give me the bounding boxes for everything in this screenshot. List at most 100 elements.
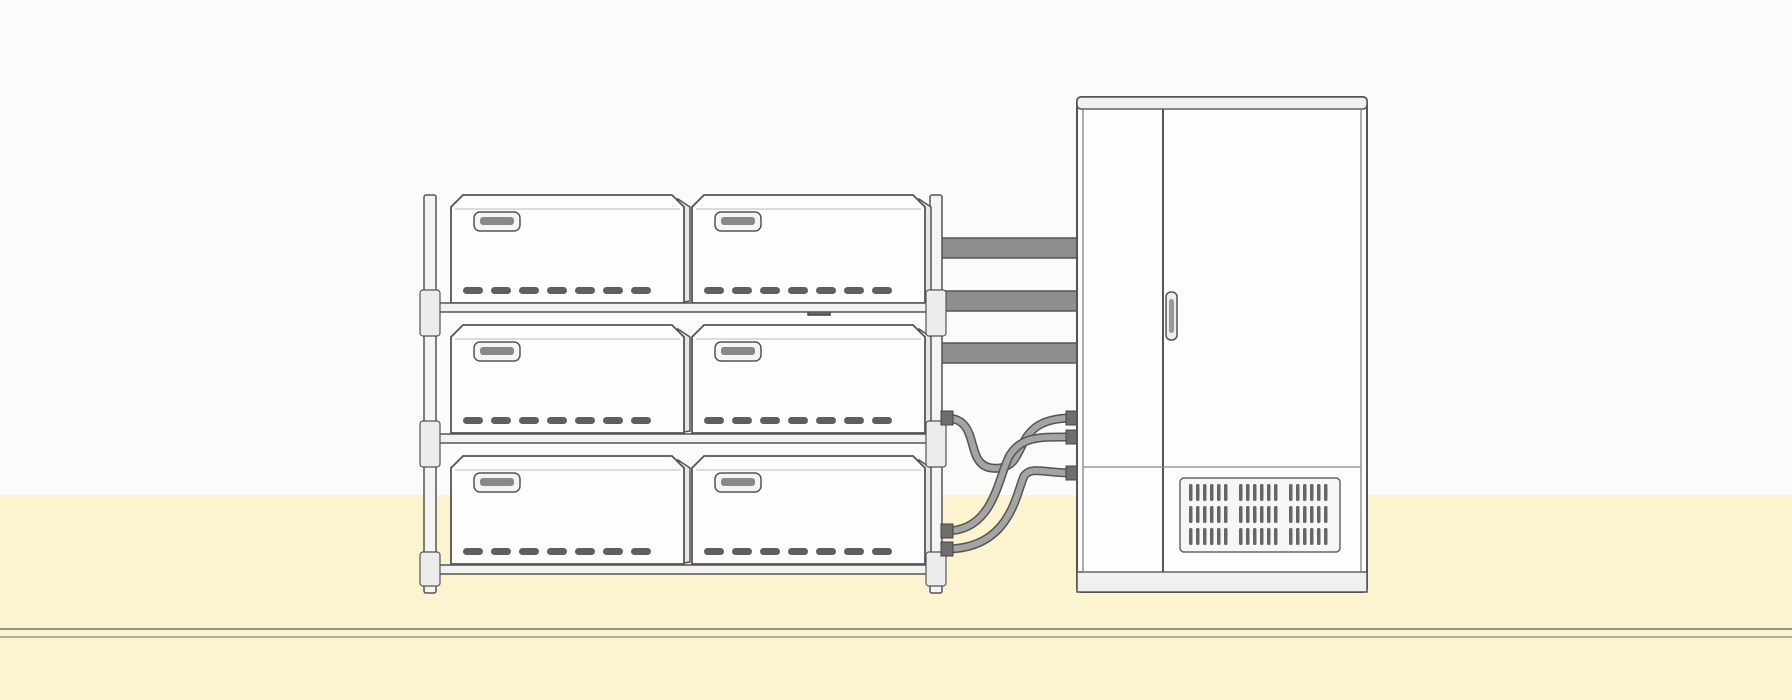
rack-bracket [925,420,947,468]
electrical-cabinet [1076,96,1368,593]
cable-connector [940,523,954,539]
cabinet-vent-slot [1310,484,1314,501]
rack-shelf [435,564,931,575]
module-vent-slot [704,287,724,294]
cabinet-vent-slot [1253,484,1257,501]
module-body [450,455,685,565]
cabinet-vent-slot [1303,506,1307,523]
handle-grip [480,347,514,355]
rack-bracket [419,420,441,468]
rack-modules [450,194,932,565]
cabinet-vent-slot [1196,528,1200,545]
module-vent-slot [844,287,864,294]
handle-grip [721,217,755,225]
module-vent-slot [704,417,724,424]
rack-bracket [419,289,441,337]
module-vent-slot [760,548,780,555]
module-vent-slot [788,287,808,294]
module-vent-slot [816,287,836,294]
cabinet-vent-slot [1324,528,1328,545]
module-vent-slot [872,287,892,294]
cabinet-vent-slot [1317,528,1321,545]
cabinet-vent-slot [1210,528,1214,545]
vent-slots [1189,484,1328,545]
module-vent-slot [603,287,623,294]
module-body [450,194,685,304]
rack-right-post [929,194,943,594]
cabinet-vent-slot [1224,528,1228,545]
rack-bracket [419,551,441,587]
module-vent-slot [603,548,623,555]
module-vent-slot [547,287,567,294]
module-vent-slot [732,548,752,555]
cabinet-vent-slot [1196,484,1200,501]
cabinet-vent-slot [1274,506,1278,523]
cabinet-vent-slot [1289,528,1293,545]
module-vent-slot [631,548,651,555]
cabinet-vent-slot [1217,484,1221,501]
cabinet-vent-slot [1217,528,1221,545]
cabinet-vent-slot [1289,484,1293,501]
rack-bracket [925,551,947,587]
cabinet-top [1076,96,1368,110]
rack-shelf [435,302,931,313]
module-vent-slot [575,417,595,424]
cabinet-vent-slot [1324,506,1328,523]
rack-bracket [925,289,947,337]
module-r1-c1 [450,194,691,304]
cabinet-vent-slot [1239,528,1243,545]
cabinet-vent-slot [1274,484,1278,501]
cabinet-vent-slot [1253,506,1257,523]
module-vent-slot [732,287,752,294]
cabinet-vent-slot [1296,506,1300,523]
cabinet-vent-slot [1203,528,1207,545]
cabinet-vent-slot [1260,528,1264,545]
module-vent-slot [844,417,864,424]
module-vent-slot [631,287,651,294]
module-body [691,455,926,565]
cabinet-vent-slot [1224,506,1228,523]
cabinet-vent-slot [1203,506,1207,523]
cabinet-vent-slot [1210,506,1214,523]
module-vent-slot [704,548,724,555]
handle-grip [721,478,755,486]
module-vent-slot [844,548,864,555]
module-vent-slot [491,287,511,294]
module-vent-slot [816,548,836,555]
cabinet-vent-slot [1317,506,1321,523]
cabinet-vent-slot [1239,506,1243,523]
handle-grip [721,347,755,355]
module-r2-c1 [450,324,691,434]
cabinet-vent-slot [1310,506,1314,523]
cabinet-vent-slot [1317,484,1321,501]
cabinet-vent-slot [1267,506,1271,523]
module-body [691,324,926,434]
module-vent-slot [463,548,483,555]
module-vent-slot [575,287,595,294]
module-body [450,324,685,434]
cabinet-vent-slot [1324,484,1328,501]
battery-rack [419,194,947,594]
cable-connector [940,410,954,426]
rack-left-post [423,194,437,594]
module-vent-slot [788,548,808,555]
module-vent-slot [519,287,539,294]
cabinet-vent-slot [1296,484,1300,501]
cabinet-vent-slot [1196,506,1200,523]
module-r1-c2 [691,194,932,304]
module-vent-slot [491,417,511,424]
module-vent-slot [547,548,567,555]
cabinet-vent-slot [1303,528,1307,545]
module-vent-slot [788,417,808,424]
module-vent-slot [547,417,567,424]
cabinet-vent-slot [1289,506,1293,523]
curved-cable [941,466,1077,554]
cabinet-vent-slot [1246,528,1250,545]
cabinet-vent-slot [1246,484,1250,501]
module-vent-slot [732,417,752,424]
module-vent-slot [519,417,539,424]
module-vent-slot [491,548,511,555]
cabinet-vent-slot [1303,484,1307,501]
module-vent-slot [463,287,483,294]
